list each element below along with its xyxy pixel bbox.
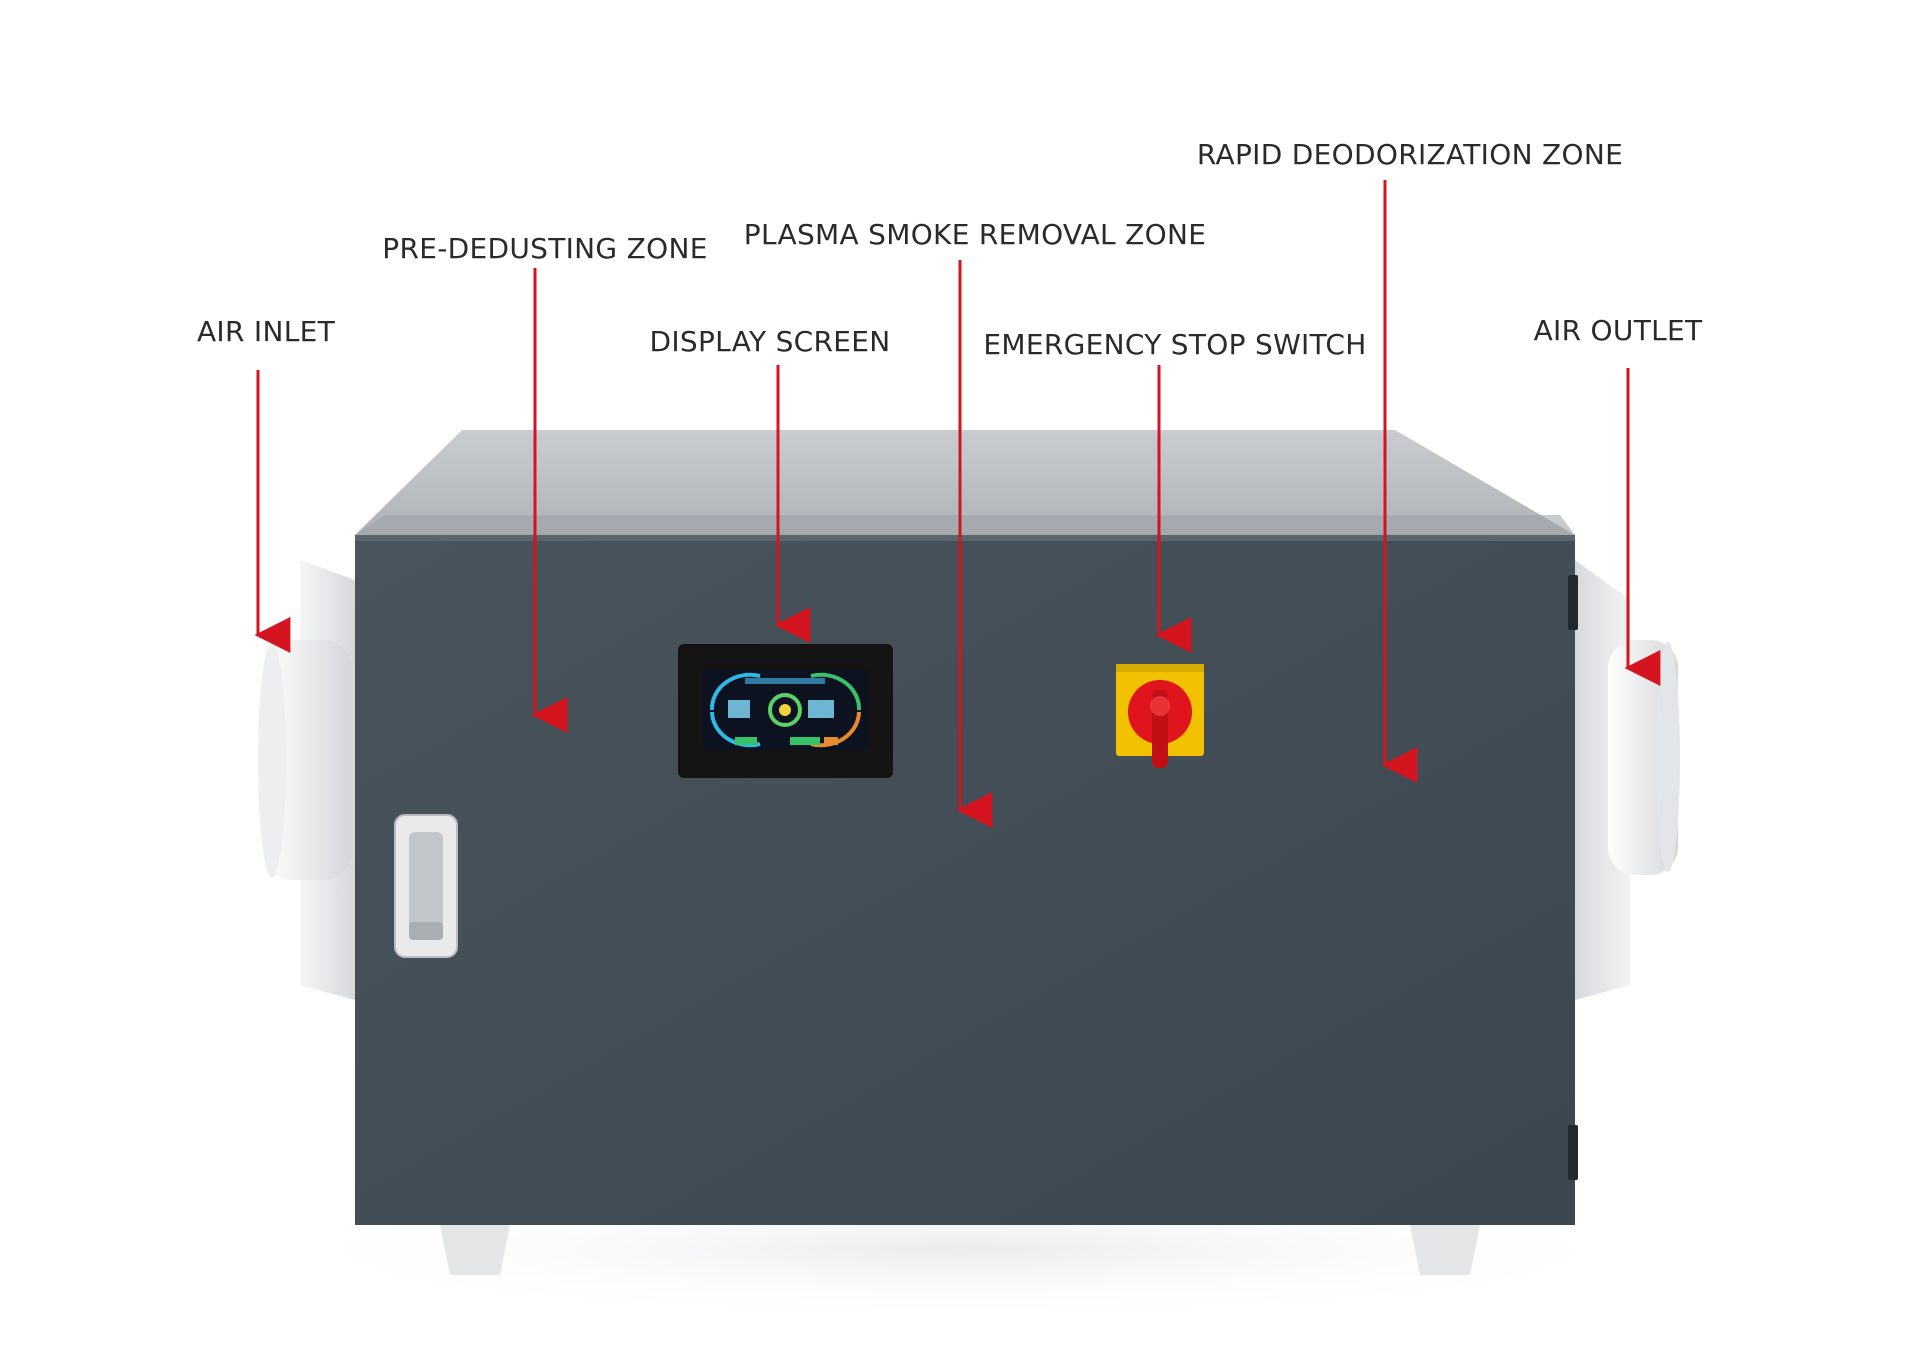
label-rapid-deodorization-zone: RAPID DEODORIZATION ZONE	[1196, 138, 1624, 171]
air-outlet-duct	[1575, 560, 1680, 1000]
label-display-screen: DISPLAY SCREEN	[649, 325, 891, 358]
label-air-inlet: AIR INLET	[196, 315, 336, 348]
air-inlet-duct	[258, 560, 355, 1000]
emergency-stop-switch	[1116, 664, 1204, 768]
cabinet-top	[355, 430, 1575, 535]
display-screen	[678, 644, 893, 778]
door-handle	[394, 814, 458, 958]
hinge	[1568, 575, 1578, 630]
label-plasma-smoke-removal-zone: PLASMA SMOKE REMOVAL ZONE	[743, 218, 1207, 251]
label-air-outlet: AIR OUTLET	[1533, 314, 1703, 347]
hinge	[1568, 1125, 1578, 1180]
cabinet-front	[355, 535, 1575, 1225]
foot	[440, 1225, 510, 1275]
label-pre-dedusting-zone: PRE-DEDUSTING ZONE	[382, 232, 708, 265]
label-emergency-stop-switch: EMERGENCY STOP SWITCH	[983, 328, 1367, 361]
foot	[1410, 1225, 1480, 1275]
